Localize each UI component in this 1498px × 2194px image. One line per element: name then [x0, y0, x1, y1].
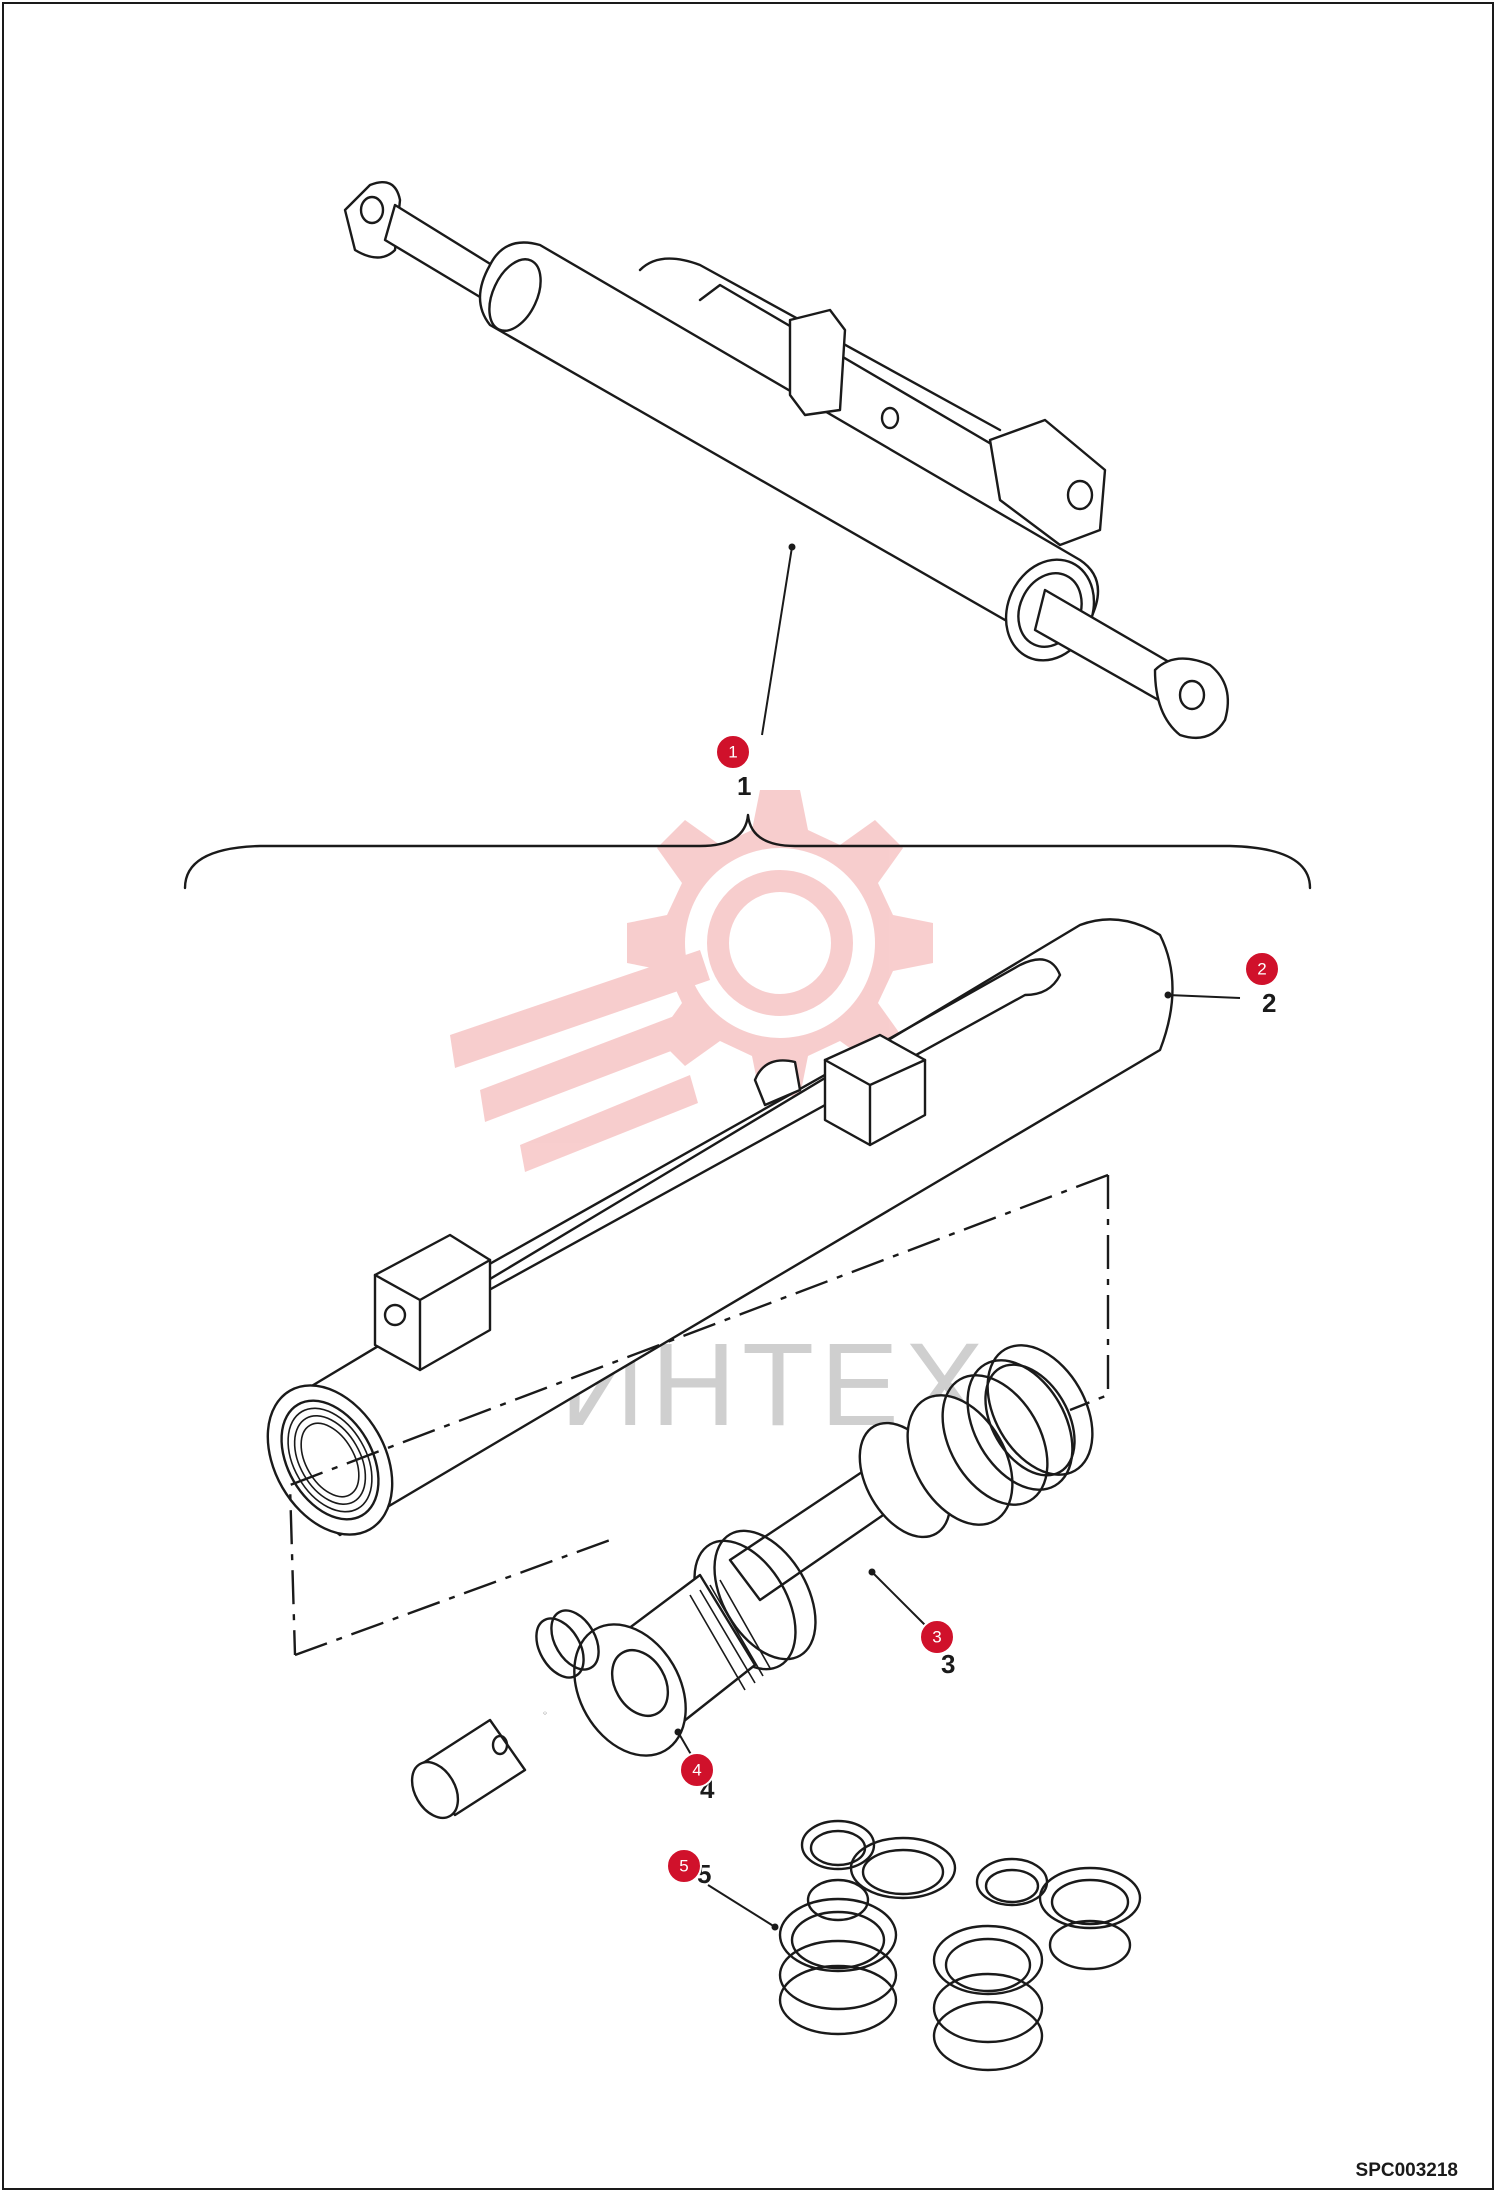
- callout-badge-5[interactable]: 5: [666, 1848, 702, 1884]
- svg-text:3: 3: [932, 1628, 941, 1647]
- seal-kit-illustration: [778, 1819, 1142, 2072]
- callout-number-1: 1: [737, 771, 751, 801]
- callout-badge-4[interactable]: 4: [679, 1752, 715, 1788]
- assembled-cylinder-illustration: [343, 180, 1229, 740]
- callout-badge-3[interactable]: 3: [919, 1619, 955, 1655]
- callout-badge-1[interactable]: 1: [715, 734, 751, 770]
- leader-5: [707, 1884, 776, 1928]
- svg-text:1: 1: [728, 743, 737, 762]
- alignment-line-bottom: [294, 1538, 611, 1657]
- assembly-brace: [183, 813, 1312, 890]
- callout-number-3: 3: [941, 1649, 955, 1679]
- svg-text:4: 4: [692, 1761, 701, 1780]
- barrel-illustration: [266, 918, 1174, 1537]
- svg-text:2: 2: [1257, 960, 1266, 979]
- alignment-line-right: [1069, 1175, 1110, 1412]
- leader-2: [1167, 994, 1241, 999]
- watermark-logo: [450, 790, 933, 1172]
- callout-number-2: 2: [1262, 988, 1276, 1018]
- callout-badge-2[interactable]: 2: [1244, 951, 1280, 987]
- alignment-line-left: [288, 1173, 1109, 1656]
- svg-text:5: 5: [679, 1857, 688, 1876]
- reference-code: SPC003218: [1355, 2160, 1458, 2181]
- leader-1: [761, 546, 793, 736]
- leader-3: [871, 1571, 931, 1631]
- gland-head-illustration: [410, 1529, 817, 1820]
- piston-rod-illustration: [728, 1344, 1094, 1602]
